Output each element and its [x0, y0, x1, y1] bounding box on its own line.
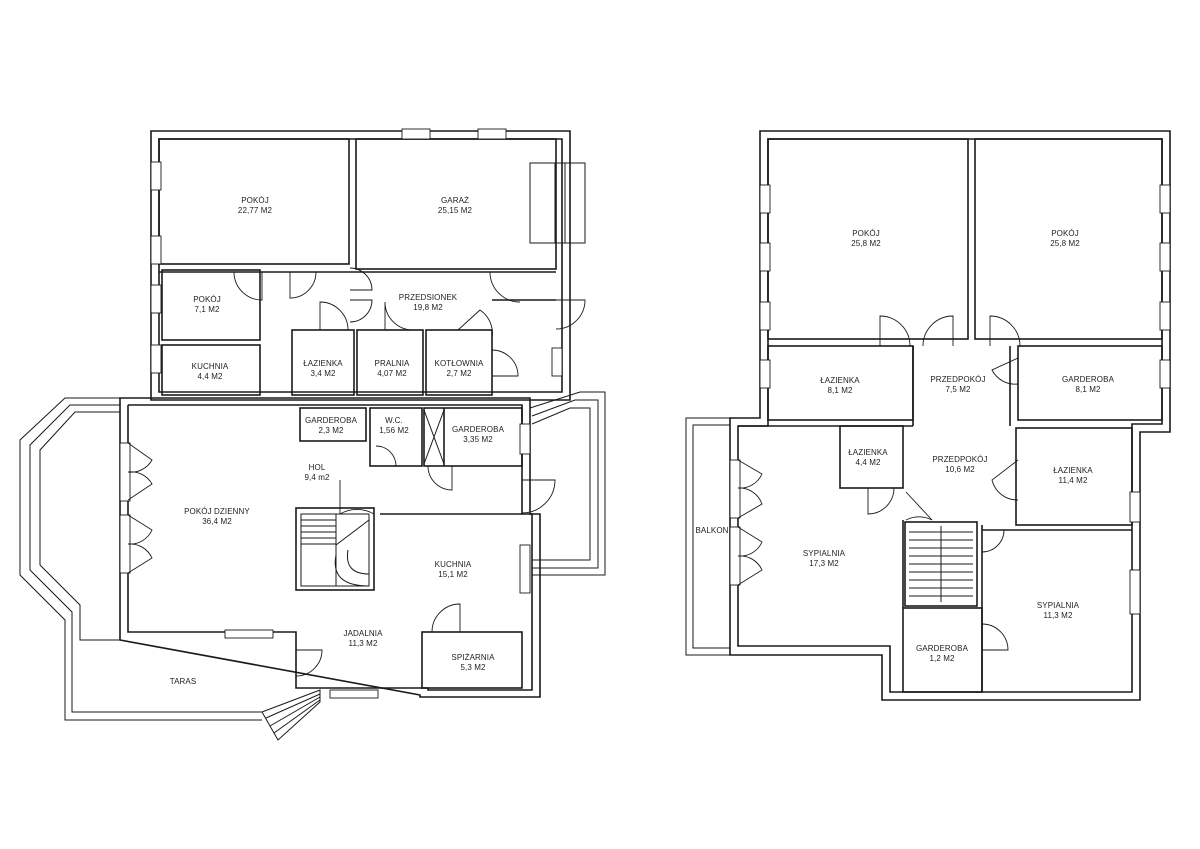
room-name: PRZEDPOKÓJ	[930, 375, 985, 384]
room-name: PRALNIA	[375, 359, 410, 368]
room-area: 10,6 M2	[945, 465, 975, 474]
room-area: 8,1 M2	[827, 386, 853, 395]
room-name: PRZEDPOKÓJ	[932, 455, 987, 464]
upper-interior-walls	[738, 138, 1163, 693]
room-name: POKÓJ	[241, 196, 269, 205]
upper-floor-doors	[737, 315, 1021, 651]
room-area: 25,15 M2	[438, 206, 473, 215]
upper-floor-plan: POKÓJ 25,8 M2 POKÓJ 25,8 M2 ŁAZIENKA 8,1…	[685, 130, 1171, 701]
room-area: 4,4 M2	[855, 458, 881, 467]
terrace-steps	[261, 689, 321, 741]
room-area: 17,3 M2	[809, 559, 839, 568]
room-area: 7,5 M2	[945, 385, 971, 394]
room-area: 8,1 M2	[1075, 385, 1101, 394]
ground-floor-doors	[127, 267, 586, 677]
room-name: HOL	[309, 463, 326, 472]
room-area: 5,3 M2	[460, 663, 486, 672]
room-name: GARDEROBA	[452, 425, 505, 434]
room-area: 11,3 M2	[348, 639, 377, 648]
room-name: GARDEROBA	[305, 416, 358, 425]
room-name: SYPIALNIA	[803, 549, 846, 558]
room-area: 22,77 M2	[238, 206, 273, 215]
room-area: 9,4 m2	[304, 473, 330, 482]
terrace-label: TARAS	[170, 677, 197, 686]
room-name: GARDEROBA	[916, 644, 969, 653]
room-name: ŁAZIENKA	[820, 376, 860, 385]
ground-floor-windows	[119, 128, 563, 699]
upper-floor-windows	[729, 184, 1171, 615]
room-area: 3,35 M2	[463, 435, 493, 444]
balcony-outline	[685, 417, 730, 656]
room-name: SPIŻARNIA	[451, 653, 495, 662]
room-name: GARDEROBA	[1062, 375, 1115, 384]
ground-interior-walls	[158, 138, 557, 689]
terrace-outline	[19, 397, 262, 721]
upper-floor-stairs	[904, 521, 978, 607]
room-name: ŁAZIENKA	[1053, 466, 1093, 475]
upper-floor-labels: POKÓJ 25,8 M2 POKÓJ 25,8 M2 ŁAZIENKA 8,1…	[695, 229, 1114, 663]
room-name: KUCHNIA	[192, 362, 229, 371]
room-name: W.C.	[385, 416, 403, 425]
room-name: GARAŻ	[441, 196, 469, 205]
ground-upper-walls	[150, 130, 571, 401]
room-area: 7,1 M2	[194, 305, 220, 314]
garage-vehicle-door	[529, 162, 586, 244]
room-name: KOTŁOWNIA	[435, 359, 484, 368]
room-name: POKÓJ DZIENNY	[184, 507, 250, 516]
room-area: 19,8 M2	[413, 303, 443, 312]
room-name: JADALNIA	[343, 629, 383, 638]
balcony-label: BALKON	[695, 526, 728, 535]
room-name: POKÓJ	[193, 295, 221, 304]
room-area: 1,2 M2	[929, 654, 955, 663]
room-area: 25,8 M2	[1050, 239, 1080, 248]
ground-floor-labels: POKÓJ 22,77 M2 GARAŻ 25,15 M2 POKÓJ 7,1 …	[170, 196, 505, 686]
room-area: 1,56 M2	[379, 426, 409, 435]
room-name: PRZEDSIONEK	[399, 293, 458, 302]
room-name: KUCHNIA	[435, 560, 472, 569]
room-area: 36,4 M2	[202, 517, 232, 526]
side-porch	[529, 391, 606, 576]
room-area: 4,07 M2	[377, 369, 407, 378]
room-area: 11,4 M2	[1058, 476, 1087, 485]
room-name: POKÓJ	[852, 229, 880, 238]
ground-floor-stairs	[295, 507, 375, 591]
room-area: 25,8 M2	[851, 239, 881, 248]
room-area: 3,4 M2	[310, 369, 336, 378]
room-name: SYPIALNIA	[1037, 601, 1080, 610]
room-area: 2,3 M2	[318, 426, 344, 435]
room-name: POKÓJ	[1051, 229, 1079, 238]
room-name: ŁAZIENKA	[303, 359, 343, 368]
room-area: 4,4 M2	[197, 372, 223, 381]
ground-floor-plan: POKÓJ 22,77 M2 GARAŻ 25,15 M2 POKÓJ 7,1 …	[19, 128, 606, 741]
room-name: ŁAZIENKA	[848, 448, 888, 457]
room-area: 11,3 M2	[1043, 611, 1072, 620]
room-area: 2,7 M2	[446, 369, 472, 378]
room-area: 15,1 M2	[438, 570, 468, 579]
upper-outer-walls	[729, 130, 1171, 701]
